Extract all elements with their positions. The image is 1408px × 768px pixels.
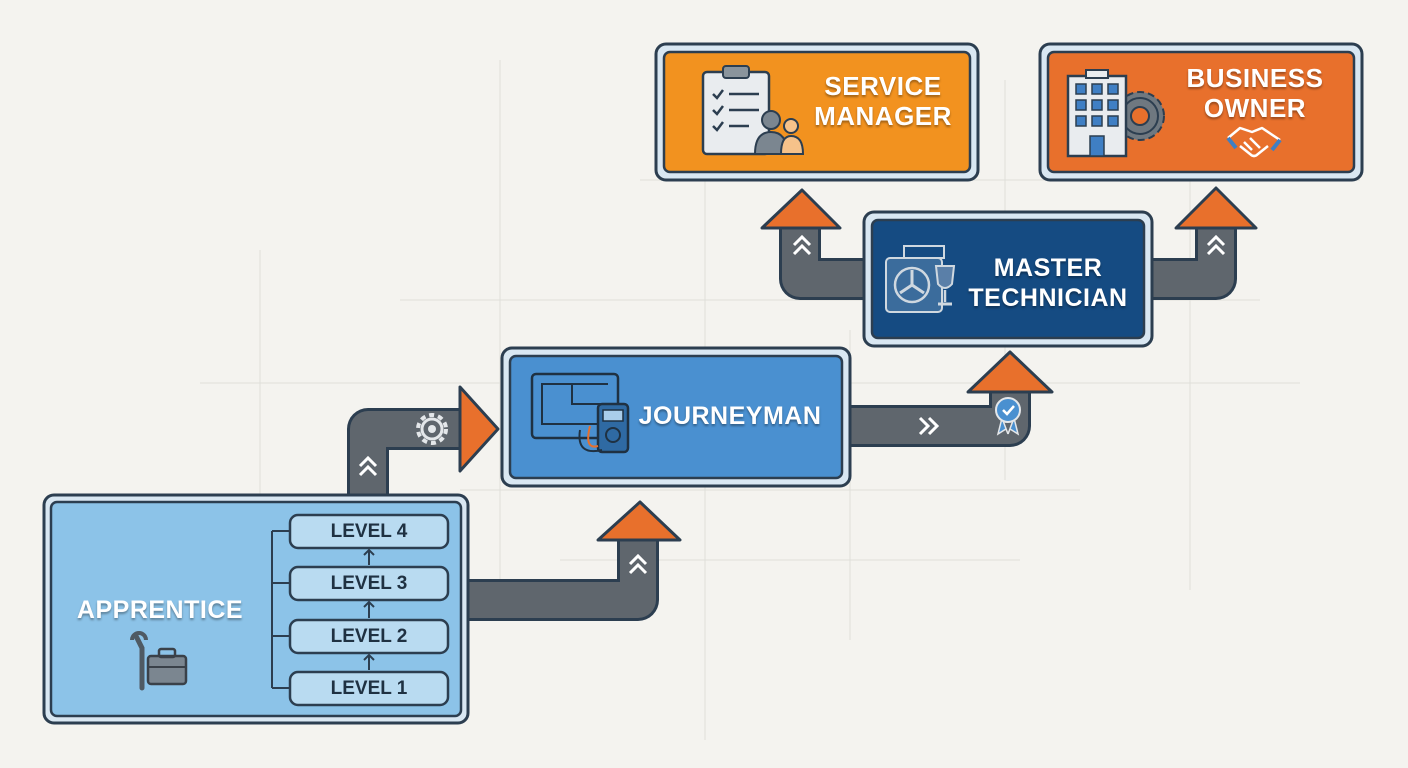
gear-icon <box>416 413 448 445</box>
business-owner-box <box>1038 42 1364 182</box>
service-manager-label-line1: SERVICE <box>824 71 942 101</box>
levels-bracket <box>271 530 290 689</box>
double-chevron-right-icon <box>918 416 940 436</box>
level-1-label: LEVEL 1 <box>330 678 408 699</box>
certified-badge-icon <box>995 397 1021 436</box>
connector-master-business-owner <box>1150 186 1258 300</box>
double-chevron-up-icon <box>628 553 648 575</box>
business-owner-label-line2: OWNER <box>1203 93 1307 123</box>
connector-master-service-manager <box>760 188 866 300</box>
connector-apprentice-journeyman <box>468 500 682 621</box>
level-4-pill <box>288 513 450 550</box>
master-technician-label-line2: TECHNICIAN <box>968 284 1128 312</box>
service-manager-label-line2: MANAGER <box>814 101 952 131</box>
double-chevron-up-icon <box>1206 234 1226 256</box>
handshake-icon <box>1226 126 1282 158</box>
master-technician-label-line1: MASTER <box>993 254 1103 282</box>
clipboard-people-icon <box>701 65 805 156</box>
apprentice-box <box>42 493 470 725</box>
service-manager-box <box>654 42 980 182</box>
connector-apprentice-to-journeyman-side <box>347 385 500 495</box>
journeyman-label: JOURNEYMAN <box>638 402 822 430</box>
double-chevron-up-icon <box>358 455 378 477</box>
level-3-pill <box>288 565 450 602</box>
connector-journeyman-master <box>848 350 1054 447</box>
level-2-pill <box>288 618 450 655</box>
level-1-pill <box>288 670 450 707</box>
building-gear-handshake-icon <box>1066 69 1165 158</box>
journeyman-box <box>500 346 852 488</box>
level-3-label: LEVEL 3 <box>330 573 408 594</box>
master-technician-box <box>862 210 1154 348</box>
hvac-unit-trophy-icon <box>885 245 956 313</box>
wrench-toolbox-icon <box>130 631 188 691</box>
level-4-label: LEVEL 4 <box>330 521 408 542</box>
double-chevron-up-icon <box>792 234 812 256</box>
business-owner-label-line1: BUSINESS <box>1186 63 1324 93</box>
level-up-arrows <box>363 548 375 670</box>
apprentice-label: APPRENTICE <box>76 596 244 624</box>
level-2-label: LEVEL 2 <box>330 626 408 647</box>
blueprint-multimeter-icon <box>530 372 630 454</box>
